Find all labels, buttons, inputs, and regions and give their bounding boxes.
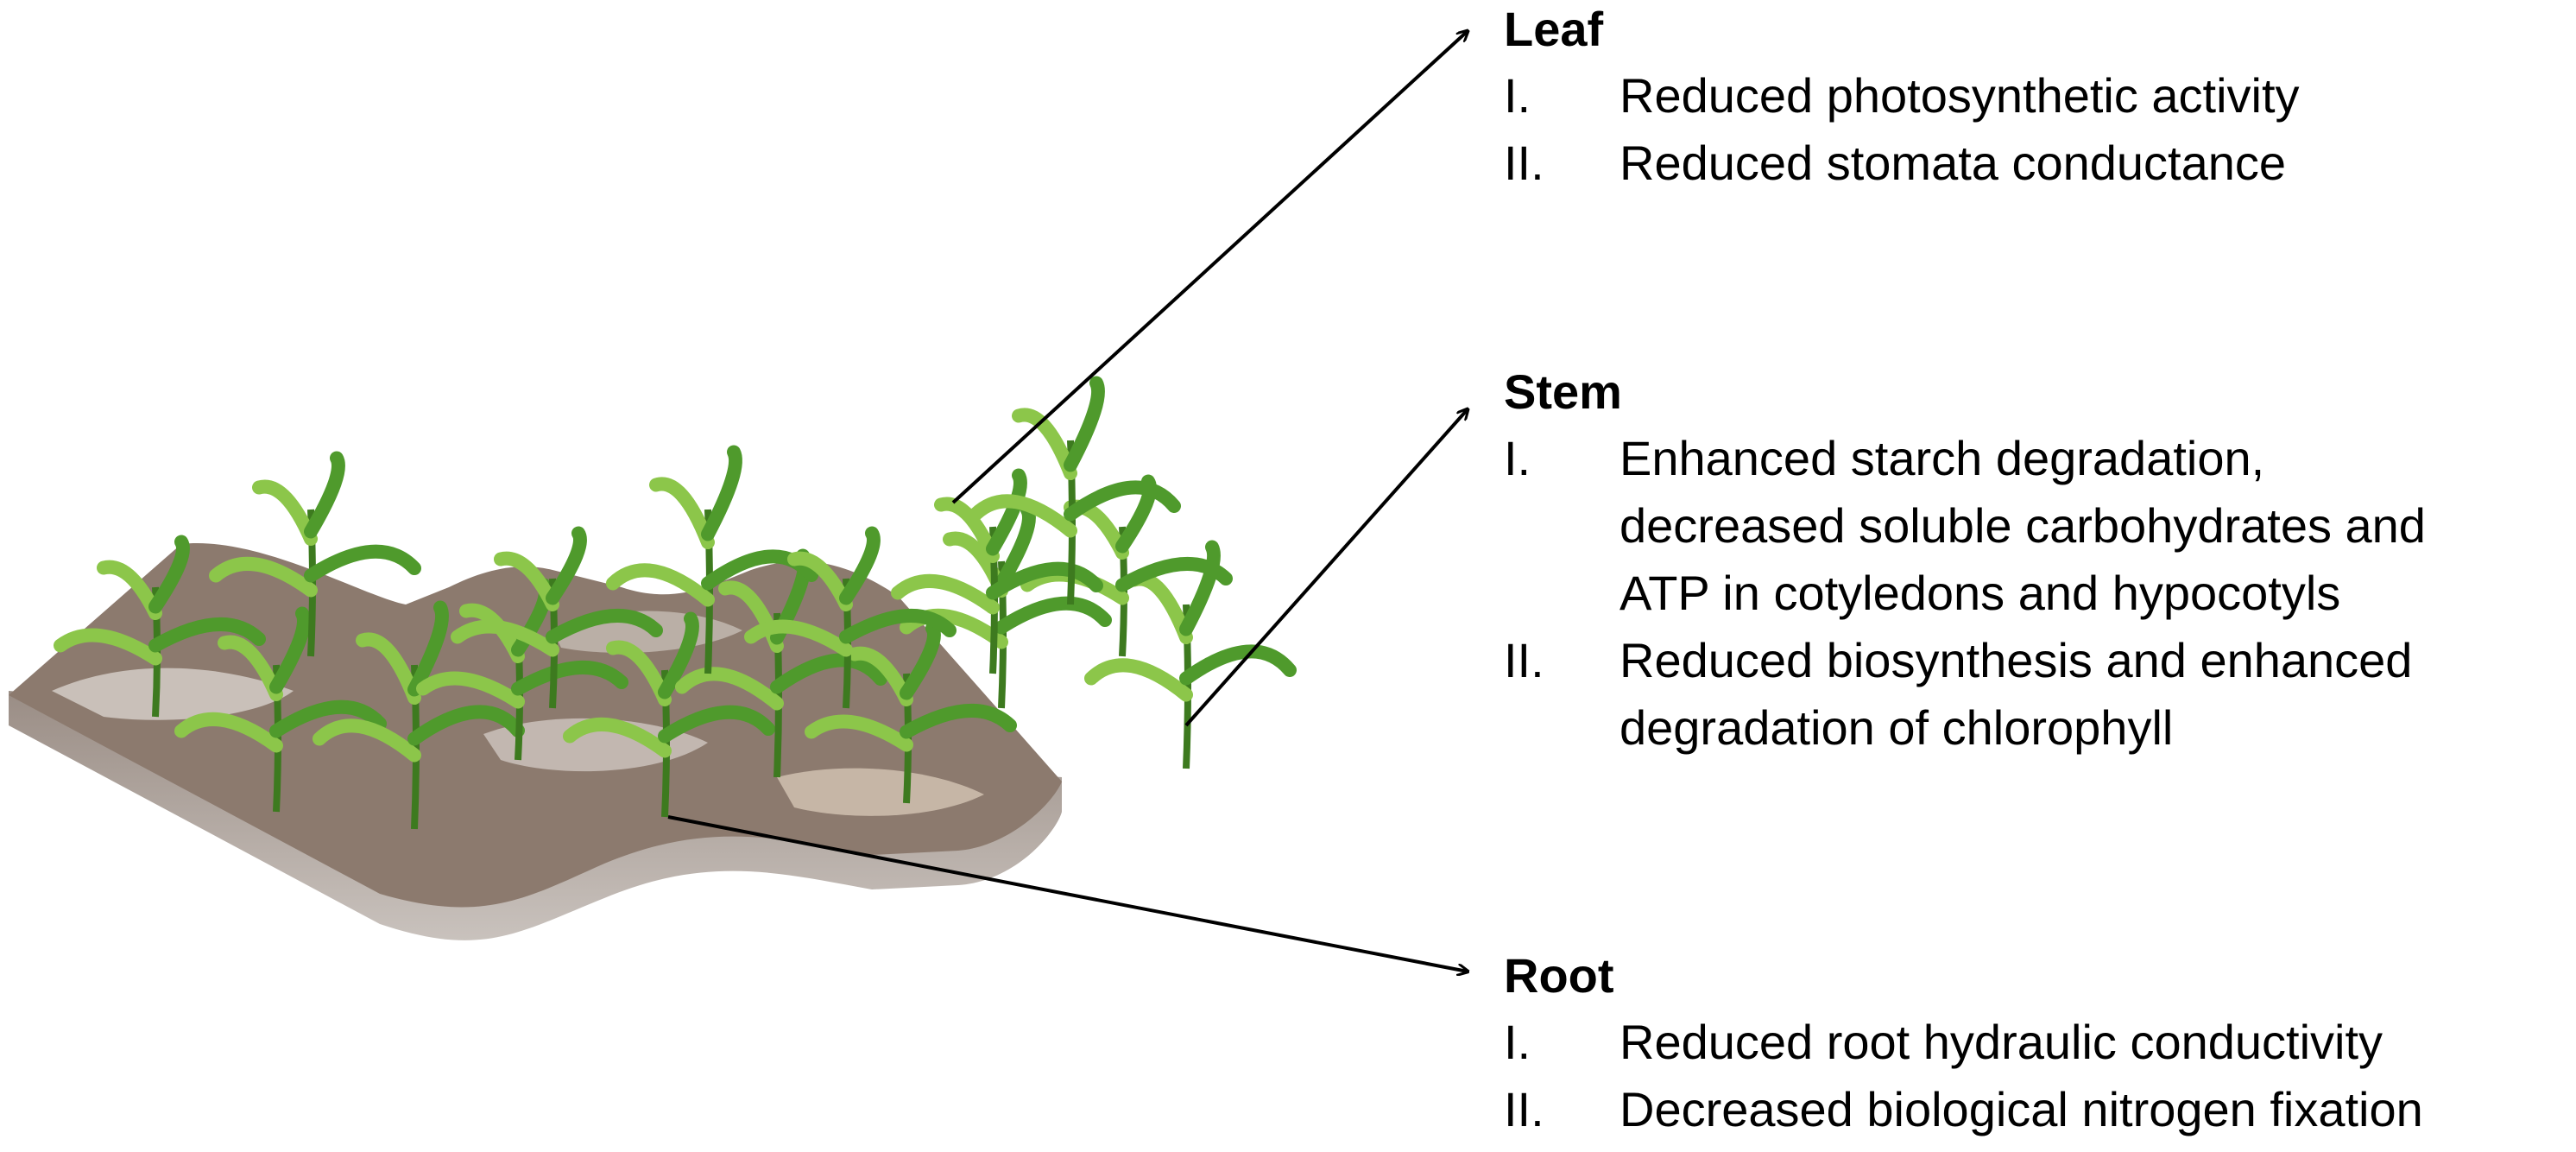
seedling-leaf bbox=[701, 549, 818, 591]
item-text-line: degradation of chlorophyll bbox=[1619, 700, 2174, 755]
seedling-leaf bbox=[269, 606, 311, 694]
seedling-leaf bbox=[1179, 540, 1221, 636]
item-number: II. bbox=[1504, 1082, 1544, 1136]
seedling-leaf bbox=[839, 526, 881, 605]
water-patch bbox=[777, 768, 984, 816]
item-number: I. bbox=[1504, 431, 1531, 485]
maize-seedling bbox=[54, 535, 266, 718]
root-heading: Root bbox=[1504, 948, 1614, 1003]
item-text-line: Enhanced starch degradation, bbox=[1619, 431, 2265, 485]
seedling-leaf bbox=[563, 717, 672, 758]
seedling-leaf bbox=[994, 503, 1036, 591]
maize-seedling bbox=[969, 376, 1181, 605]
maize-seedling bbox=[209, 451, 421, 657]
seedling-leaf bbox=[994, 596, 1112, 635]
maize-seedling bbox=[313, 600, 525, 830]
maize-seedling bbox=[1084, 540, 1297, 769]
seedling-leaf bbox=[1115, 557, 1233, 592]
seedling-leaf bbox=[606, 563, 715, 607]
seedling-leaf bbox=[1179, 644, 1297, 686]
seedling-leaf bbox=[416, 671, 525, 709]
item-number: II. bbox=[1504, 136, 1544, 190]
leaf-section: Leaf I. Reduced photosynthetic activity … bbox=[1504, 2, 2300, 197]
stem-heading: Stem bbox=[1504, 364, 1622, 419]
stem-effect-2: II. Reduced biosynthesis and enhanced de… bbox=[1504, 627, 2426, 762]
seedling-leaf bbox=[986, 561, 1103, 600]
root-effects-list: I. Reduced root hydraulic conductivity I… bbox=[1504, 1009, 2423, 1143]
maize-seedling bbox=[451, 526, 663, 709]
seedling-leaf bbox=[969, 494, 1077, 538]
root-section: Root I. Reduced root hydraulic conductiv… bbox=[1504, 948, 2423, 1143]
root-arrow bbox=[667, 815, 1468, 972]
seedling-leaf bbox=[546, 526, 587, 605]
stem-effect-1: I. Enhanced starch degradation, decrease… bbox=[1504, 425, 2426, 627]
item-text-line: ATP in cotyledons and hypocotyls bbox=[1619, 566, 2341, 620]
seedling-leaf bbox=[701, 445, 742, 541]
stem-arrow bbox=[1184, 409, 1468, 727]
seedling-leaf bbox=[1064, 376, 1105, 472]
maize-seedling bbox=[744, 526, 957, 709]
water-patch bbox=[52, 668, 294, 720]
item-text-line: decreased soluble carbohydrates and bbox=[1619, 498, 2426, 553]
seedling-leaf bbox=[770, 653, 887, 694]
seedling-leaf bbox=[900, 704, 1017, 739]
seedling-leaf bbox=[658, 705, 775, 744]
item-text: Reduced photosynthetic activity bbox=[1619, 68, 2300, 123]
item-text: Reduced stomata conductance bbox=[1619, 136, 2287, 190]
seedling-leaf bbox=[675, 667, 784, 711]
seedling-leaf bbox=[1012, 408, 1077, 480]
leaf-effect-1: I. Reduced photosynthetic activity bbox=[1504, 62, 2300, 130]
seedling-leaf bbox=[54, 628, 162, 666]
stem-section: Stem I. Enhanced starch degradation, dec… bbox=[1504, 364, 2426, 762]
seedling-leaf bbox=[546, 609, 663, 644]
seedling-leaf bbox=[269, 699, 387, 738]
item-text: Reduced root hydraulic conductivity bbox=[1619, 1015, 2383, 1069]
seedling-leaf bbox=[174, 712, 283, 753]
seedling-leaf bbox=[209, 556, 318, 598]
seedling-leaf bbox=[649, 477, 715, 549]
seedling-leaf bbox=[511, 661, 628, 696]
item-number: I. bbox=[1504, 1015, 1531, 1069]
seedling-leaf bbox=[744, 619, 853, 657]
seedling-leaf bbox=[451, 619, 559, 657]
seedling-leaf bbox=[148, 535, 190, 614]
maize-seedling bbox=[174, 606, 387, 813]
seedling-leaf bbox=[304, 451, 345, 539]
seedling-leaf bbox=[891, 573, 1000, 615]
maize-seedlings bbox=[54, 376, 1297, 830]
seedling-leaf bbox=[313, 718, 421, 763]
seedling-leaf bbox=[658, 611, 699, 699]
seedling-leaf bbox=[1084, 658, 1193, 702]
seedling-leaf bbox=[1127, 572, 1193, 644]
seedling-leaf bbox=[148, 617, 266, 653]
seedling-leaf bbox=[407, 705, 525, 746]
leaf-effects-list: I. Reduced photosynthetic activity II. R… bbox=[1504, 62, 2300, 197]
root-effect-1: I. Reduced root hydraulic conductivity bbox=[1504, 1009, 2423, 1076]
item-text: Decreased biological nitrogen fixation bbox=[1619, 1082, 2423, 1136]
maize-seedling bbox=[805, 621, 1017, 804]
seedling-leaf bbox=[805, 714, 913, 752]
seedling-leaf bbox=[304, 544, 421, 583]
maize-seedling bbox=[606, 445, 818, 674]
seedling-leaf bbox=[900, 621, 941, 700]
maize-seedling bbox=[563, 611, 775, 818]
water-patch bbox=[483, 718, 708, 772]
leaf-heading: Leaf bbox=[1504, 2, 1604, 56]
stem-effects-list: I. Enhanced starch degradation, decrease… bbox=[1504, 425, 2426, 762]
maize-seedling bbox=[891, 468, 1103, 674]
item-number: II. bbox=[1504, 633, 1544, 687]
leaf-arrow bbox=[951, 31, 1468, 504]
root-effect-2: II. Decreased biological nitrogen fixati… bbox=[1504, 1076, 2423, 1143]
seedling-leaf bbox=[1064, 480, 1181, 522]
seedling-leaf bbox=[252, 479, 318, 546]
item-number: I. bbox=[1504, 68, 1531, 123]
leaf-effect-2: II. Reduced stomata conductance bbox=[1504, 130, 2300, 197]
item-text-line: Reduced biosynthesis and enhanced bbox=[1619, 633, 2413, 687]
seedling-leaf bbox=[356, 632, 421, 705]
seedling-leaf bbox=[839, 609, 957, 644]
seedling-leaf bbox=[407, 600, 449, 697]
seedling-leaf bbox=[986, 468, 1027, 556]
